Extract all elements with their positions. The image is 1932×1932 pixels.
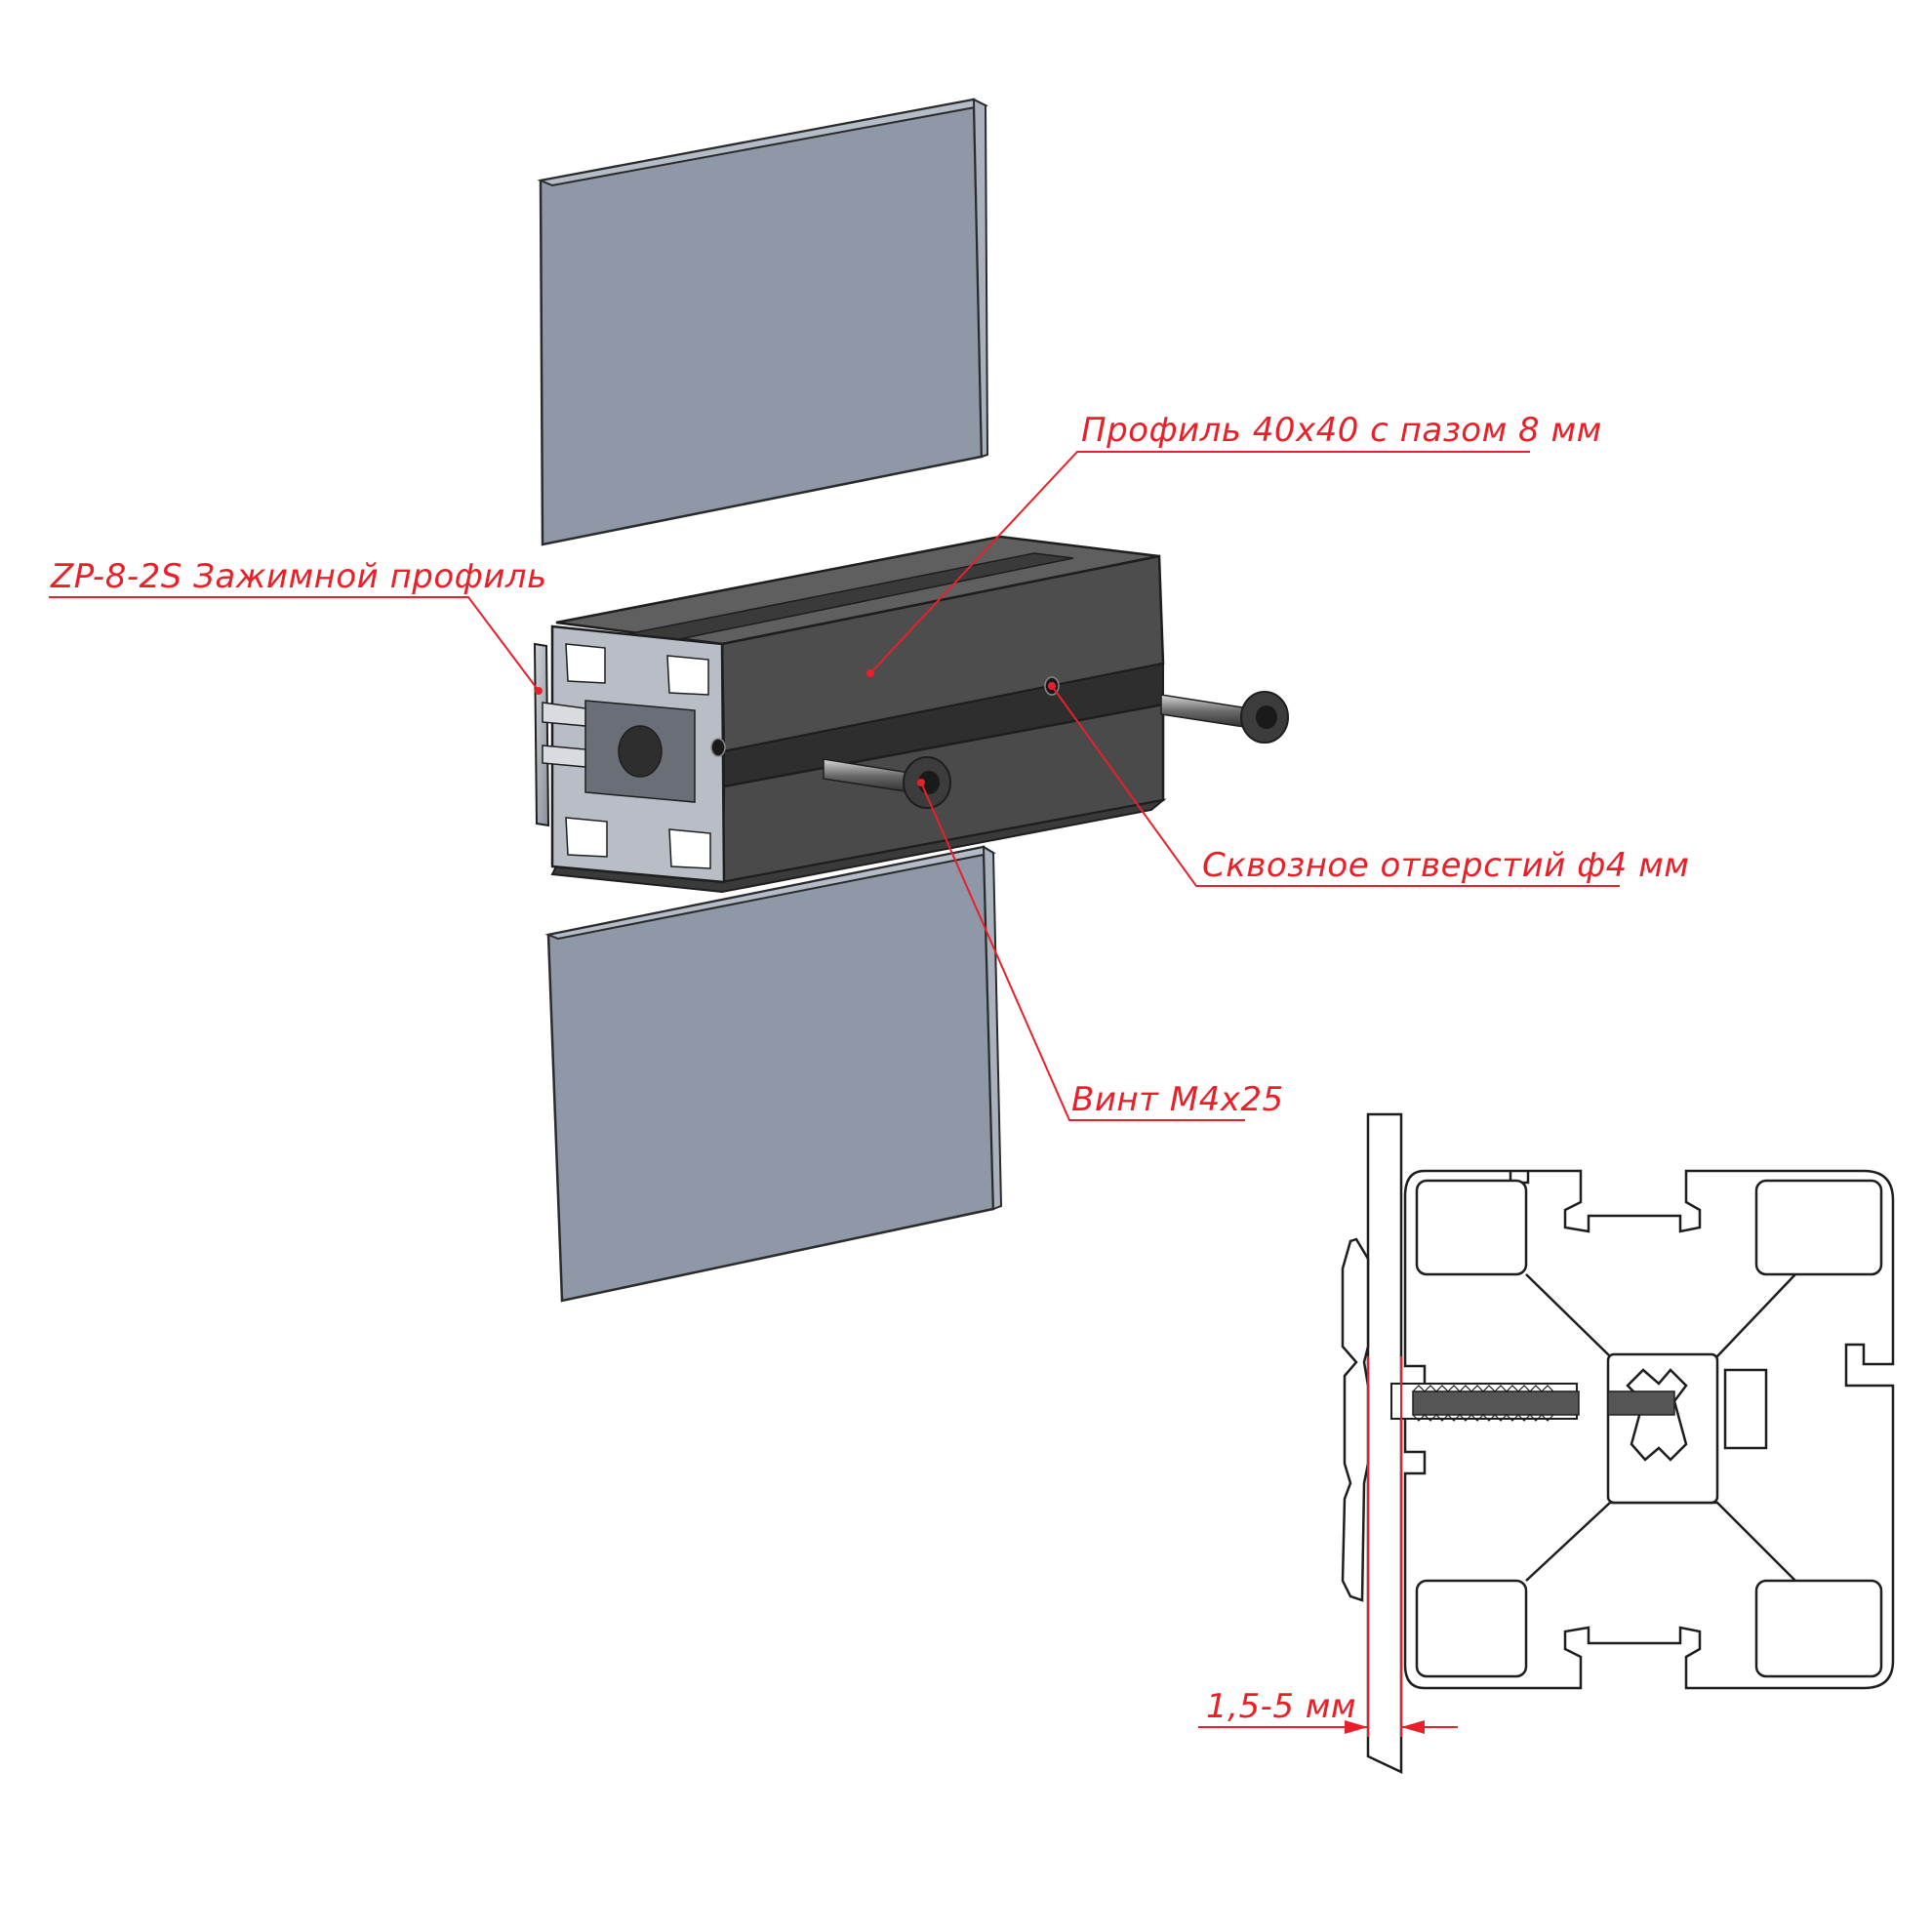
- top-panel: [537, 98, 989, 546]
- leader-lines: [49, 451, 1620, 1121]
- label-clamp-profile: ZP-8-2S Зажимной профиль: [51, 557, 547, 596]
- section-screw: [1390, 1383, 1675, 1422]
- label-screw: Винт М4х25: [1071, 1080, 1284, 1119]
- label-through-hole: Сквозное отверстий ф4 мм: [1202, 846, 1690, 885]
- label-gap: 1,5-5 мм: [1206, 1687, 1357, 1726]
- screw-left: [823, 756, 951, 809]
- bottom-panel: [544, 845, 1003, 1303]
- screw-right: [1160, 691, 1289, 744]
- cross-section-detail: [1341, 1112, 1895, 1774]
- label-profile-40x40: Профиль 40x40 с пазом 8 мм: [1081, 411, 1602, 450]
- gap-dimension: [1198, 1356, 1458, 1737]
